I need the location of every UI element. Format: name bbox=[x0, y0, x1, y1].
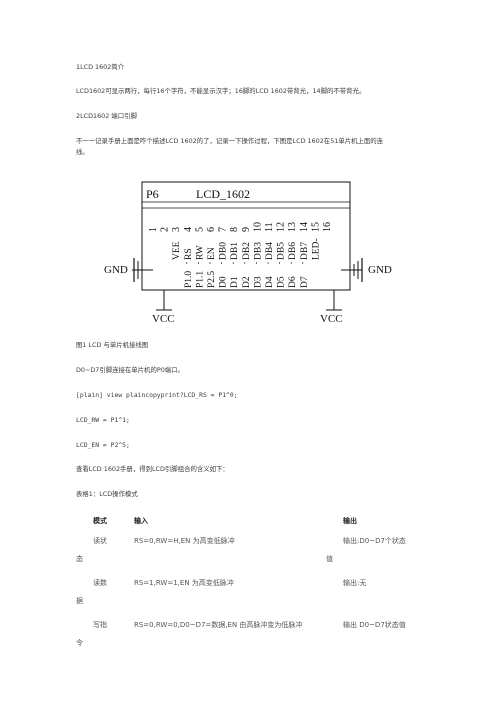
table-header-input: 输入 bbox=[134, 517, 148, 525]
pin-net-14: D7 bbox=[300, 276, 310, 288]
schematic-header-left: P6 bbox=[146, 187, 159, 201]
table-cell-output-wrap: 值 bbox=[326, 555, 333, 563]
pin-label-11: DB4 bbox=[265, 242, 275, 260]
table-cell-mode: 读状 bbox=[93, 537, 107, 545]
table-cell-output: 输出:无 bbox=[343, 579, 367, 587]
pin-label-4: RS bbox=[184, 248, 194, 260]
figure-caption: 图1 LCD 与单片机接线图 bbox=[76, 341, 149, 349]
table-cell-input: RS=0,RW=0,D0~D7=数据,EN 由高脉冲变为低脉冲 bbox=[134, 621, 303, 629]
pin-number-5: 5 bbox=[194, 227, 205, 232]
code-line-rs: [plain] view plaincopyprint?LCD_RS = P1^… bbox=[76, 391, 238, 399]
pin-number-7: 7 bbox=[218, 227, 229, 232]
pin-number-8: 8 bbox=[229, 227, 240, 232]
pin-number-1: 1 bbox=[148, 227, 159, 232]
table-cell-mode-wrap: 令 bbox=[76, 639, 83, 647]
vcc-label-right: VCC bbox=[320, 313, 343, 325]
pin-net-11: D4 bbox=[265, 276, 275, 288]
section-title-intro: 1LCD 1602简介 bbox=[76, 63, 125, 71]
pin-label-5: RW bbox=[195, 245, 205, 260]
gnd-label-right: GND bbox=[368, 264, 392, 276]
pin-net-9: D2 bbox=[242, 276, 252, 288]
pin-net-13: D6 bbox=[288, 276, 298, 288]
code-line-rw: LCD_RW = P1^1; bbox=[76, 416, 130, 424]
pin-number-2: 2 bbox=[160, 227, 171, 232]
table-cell-input: RS=0,RW=H,EN 为高变低脉冲 bbox=[134, 537, 235, 545]
pin-number-9: 9 bbox=[241, 227, 252, 232]
schematic-header-right: LCD_1602 bbox=[196, 187, 250, 201]
pin-number-6: 6 bbox=[206, 227, 217, 232]
table-row: 读状 RS=0,RW=H,EN 为高变低脉冲 输出:D0~D7个状态 bbox=[0, 536, 496, 552]
table-header-mode: 模式 bbox=[93, 517, 107, 525]
pin-label-6: EN bbox=[207, 247, 217, 260]
pin-number-14: 14 bbox=[299, 222, 310, 232]
pin-number-15: 15 bbox=[310, 222, 321, 232]
pin-label-14: DB7 bbox=[300, 242, 310, 260]
pin-net-10: D3 bbox=[253, 276, 263, 288]
vcc-label-left: VCC bbox=[152, 313, 175, 325]
table-cell-output: 输出 D0~D7状态值 bbox=[343, 621, 406, 629]
wiring-paragraph-line2: 线。 bbox=[76, 148, 89, 156]
table-row-wrap: 据 bbox=[0, 596, 496, 612]
table-row-wrap: 态 值 bbox=[0, 554, 496, 570]
pin-label-10: DB3 bbox=[253, 242, 263, 260]
table-cell-input: RS=1,RW=1,EN 为高变低脉冲 bbox=[134, 579, 234, 587]
pin-net-12: D5 bbox=[277, 276, 287, 288]
pin-net-5: P1.1 bbox=[195, 271, 205, 288]
pin-number-10: 10 bbox=[252, 222, 263, 232]
pin-number-11: 11 bbox=[264, 222, 275, 232]
table-row: 写指 RS=0,RW=0,D0~D7=数据,EN 由高脉冲变为低脉冲 输出 D0… bbox=[0, 620, 496, 636]
table-cell-output: 输出:D0~D7个状态 bbox=[343, 537, 406, 545]
pin-number-16: 16 bbox=[322, 222, 333, 232]
pin-net-7: D0 bbox=[219, 276, 229, 288]
table-header-output: 输出 bbox=[343, 517, 357, 525]
table-row-wrap: 令 bbox=[0, 638, 496, 654]
table-row: 读数 RS=1,RW=1,EN 为高变低脉冲 输出:无 bbox=[0, 578, 496, 594]
table-cell-mode-wrap: 据 bbox=[76, 597, 83, 605]
manual-paragraph: 查看LCD 1602手册，得到LCD引脚组合的含义如下： bbox=[76, 465, 229, 473]
pin-label-13: DB6 bbox=[288, 242, 298, 260]
pin-label-9: DB2 bbox=[242, 242, 252, 260]
table-cell-mode: 读数 bbox=[93, 579, 107, 587]
intro-paragraph: LCD1602可显示两行，每行16个字符，不能显示汉字；16脚的LCD 1602… bbox=[76, 87, 366, 95]
pin-number-4: 4 bbox=[183, 227, 194, 232]
pin-net-6: P2.5 bbox=[207, 271, 217, 288]
section-title-pins: 2LCD1602 端口引脚 bbox=[76, 112, 137, 120]
pin-label-3: VEE bbox=[172, 241, 182, 260]
data-pins-paragraph: D0~D7引脚连接在单片机的P0端口。 bbox=[76, 366, 184, 374]
table-cell-mode-wrap: 态 bbox=[76, 555, 83, 563]
pin-number-3: 3 bbox=[171, 227, 182, 232]
pin-label-15: LED- bbox=[311, 238, 321, 260]
pin-label-8: DB1 bbox=[230, 242, 240, 260]
pin-net-8: D1 bbox=[230, 276, 240, 288]
pin-number-13: 13 bbox=[287, 222, 298, 232]
table-header-row: 模式 输入 输出 bbox=[0, 516, 496, 532]
pin-label-7: DB0 bbox=[219, 242, 229, 260]
pin-label-12: DB5 bbox=[277, 242, 287, 260]
code-line-en: LCD_EN = P2^5; bbox=[76, 441, 130, 449]
pin-net-4: P1.0 bbox=[184, 271, 194, 288]
gnd-label-left: GND bbox=[104, 264, 128, 276]
table-cell-mode: 写指 bbox=[93, 621, 107, 629]
table-caption: 表格1：LCD操作模式 bbox=[76, 490, 138, 498]
wiring-paragraph-line1: 不一一记录手册上面是咋个描述LCD 1602的了，记录一下操作过程，下图是LCD… bbox=[76, 137, 384, 145]
pin-number-12: 12 bbox=[276, 222, 287, 232]
connector-outline bbox=[141, 181, 351, 291]
